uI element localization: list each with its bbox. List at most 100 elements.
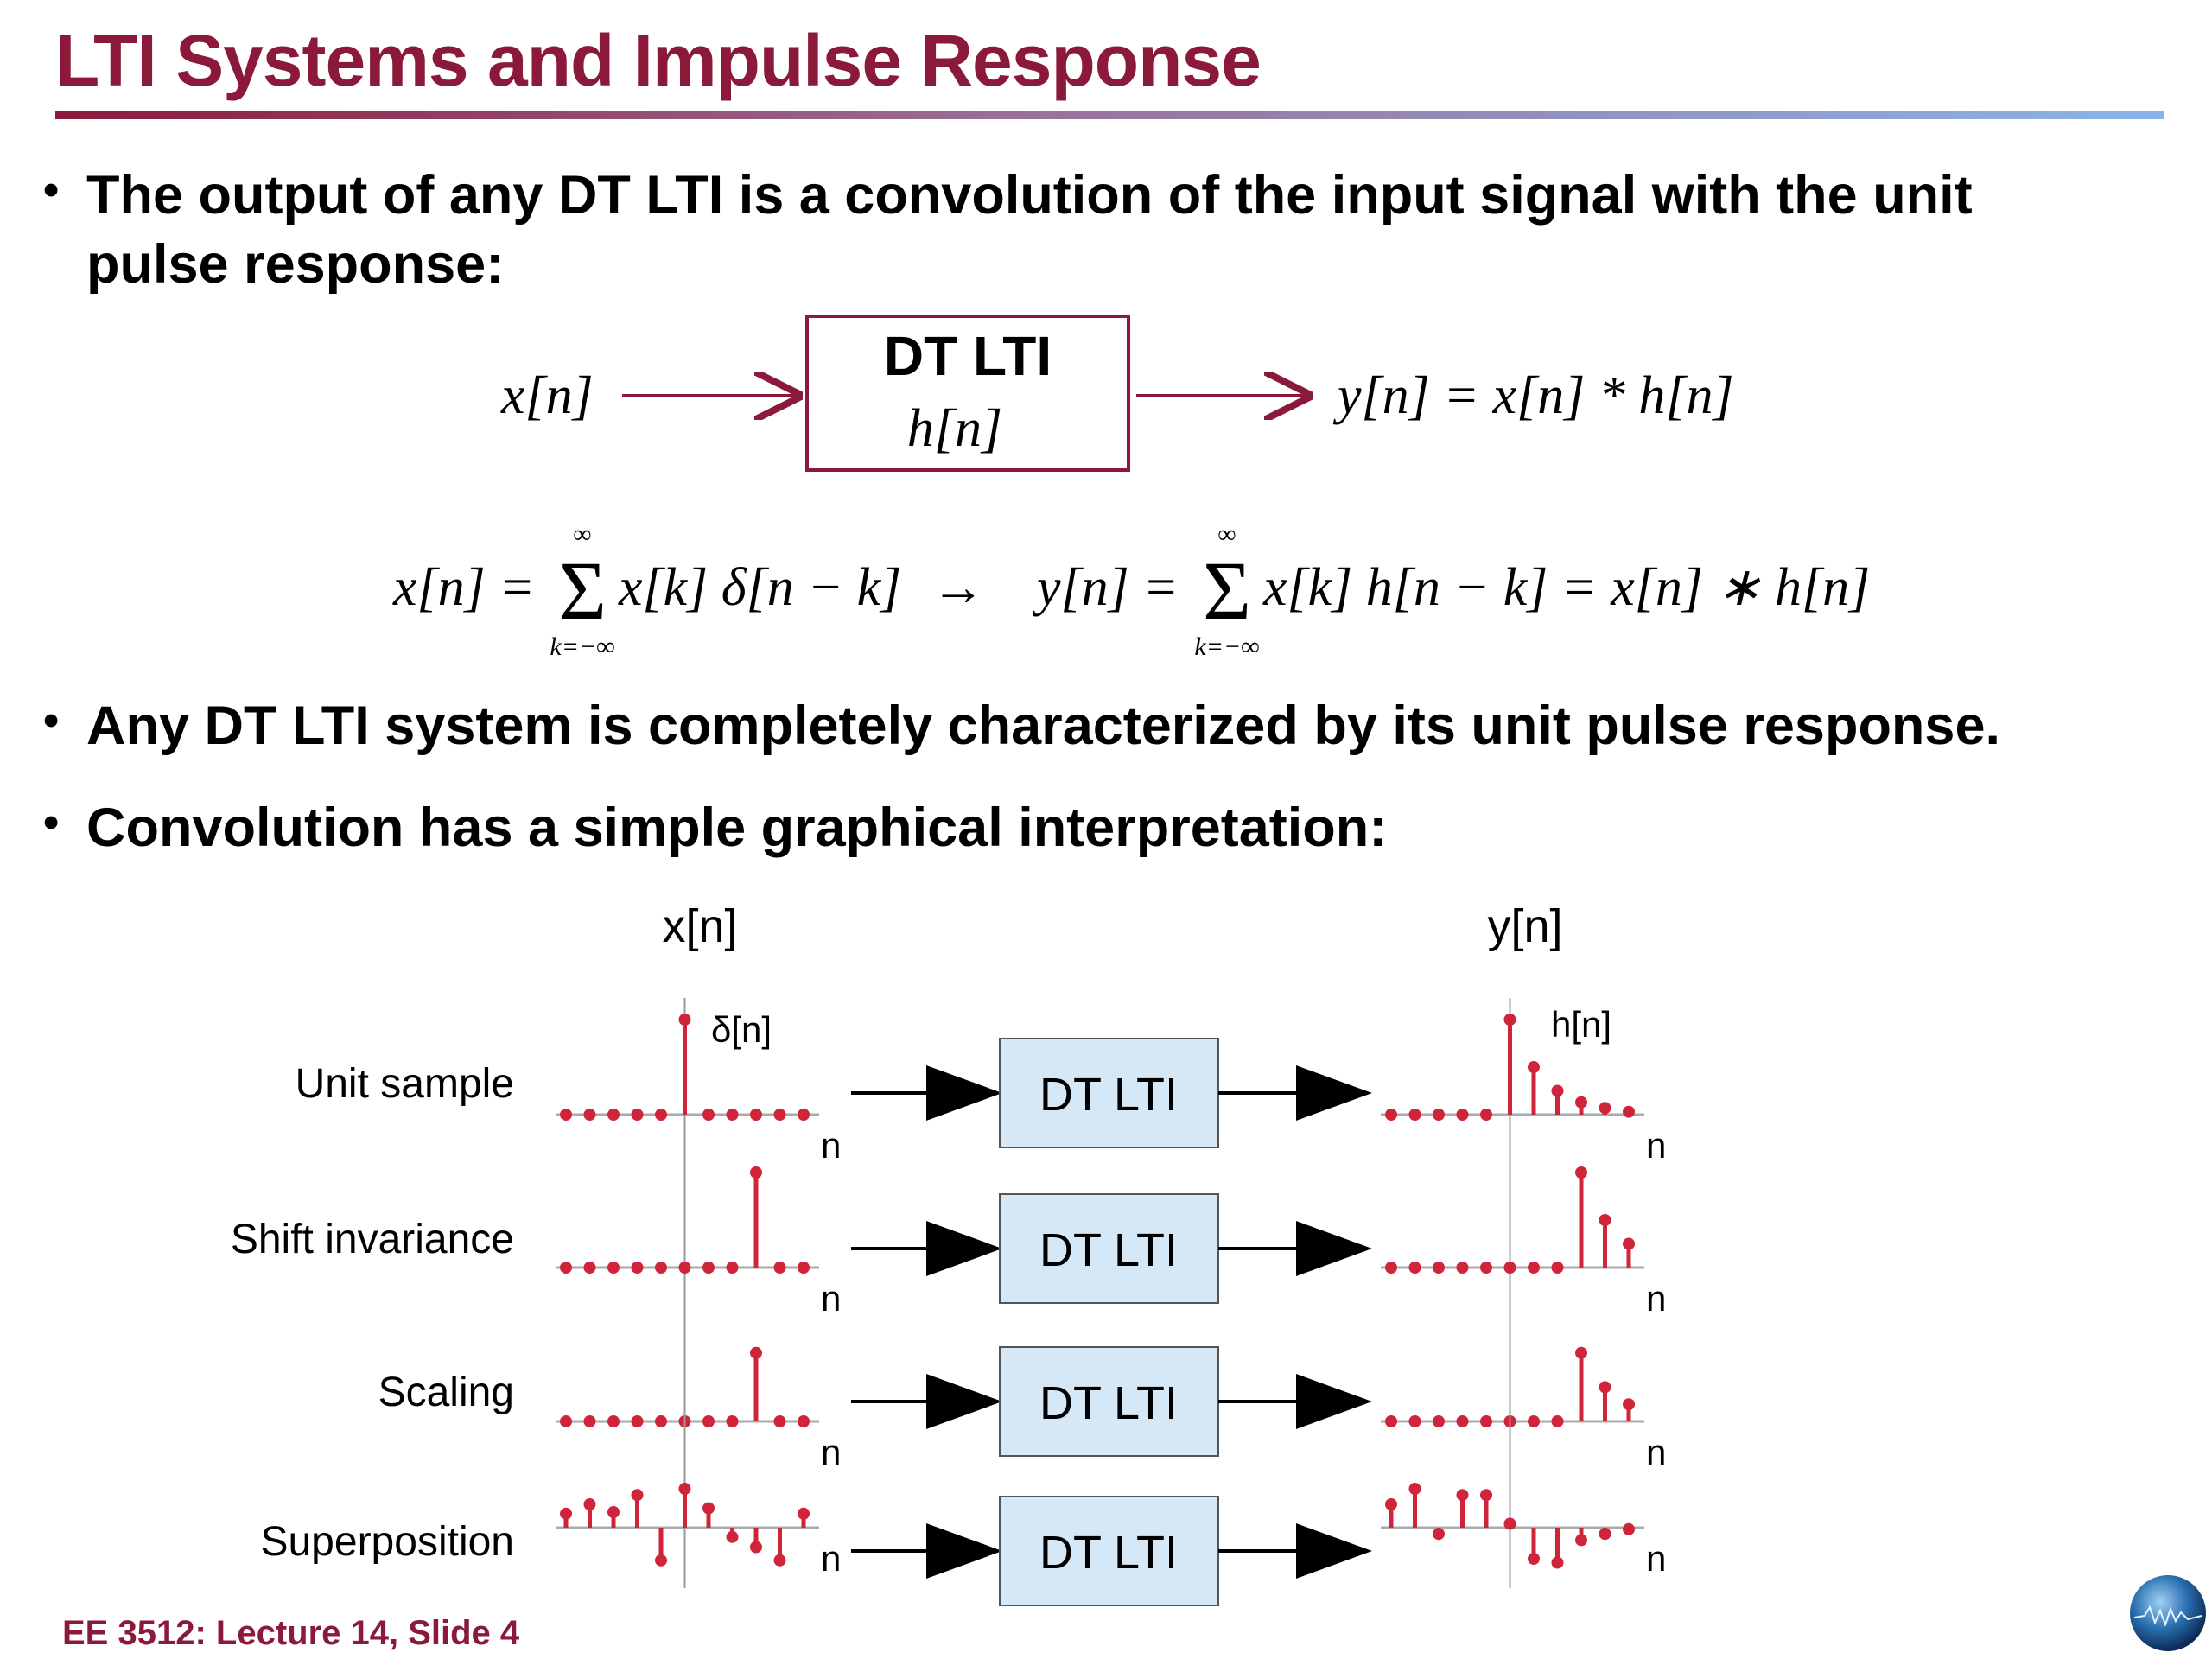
input-plot-stem-marker: [583, 1498, 596, 1510]
output-plot-stem-marker: [1503, 1517, 1516, 1530]
title-underline: [55, 111, 2164, 119]
bd-system-box: [805, 315, 1130, 472]
output-plot-stem-marker: [1408, 1483, 1421, 1495]
output-plot-stem-marker: [1456, 1415, 1469, 1427]
input-plot-stem-marker: [631, 1262, 644, 1274]
output-plot-stem-marker: [1551, 1415, 1564, 1427]
output-plot-stem-marker: [1408, 1109, 1421, 1121]
input-plot-stem-marker: [678, 1014, 691, 1026]
input-plot-stem-marker: [798, 1415, 810, 1427]
output-plot-stem-marker: [1528, 1262, 1540, 1274]
dt-lti-box-label: DT LTI: [1039, 1224, 1178, 1276]
input-plot-stem-marker: [798, 1507, 810, 1520]
row-label: Unit sample: [296, 1061, 514, 1107]
output-plot-stem-marker: [1456, 1109, 1469, 1121]
bullet-1: The output of any DT LTI is a convolutio…: [86, 161, 1973, 299]
output-plot-stem-marker: [1408, 1262, 1421, 1274]
input-plot-stem-marker: [750, 1166, 762, 1179]
input-plot-stem-marker: [560, 1415, 572, 1427]
input-plot-axis-label: n: [821, 1278, 841, 1319]
output-plot-stem-marker: [1575, 1346, 1587, 1359]
output-plot-stem-marker: [1433, 1415, 1445, 1427]
output-plot-stem-marker: [1480, 1109, 1492, 1121]
output-plot-axis-label: n: [1646, 1278, 1666, 1319]
input-plot-stem-marker: [726, 1262, 739, 1274]
output-plot-stem-marker: [1528, 1061, 1540, 1073]
bullet-2: Any DT LTI system is completely characte…: [86, 696, 2000, 756]
fig-input-header: x[n]: [662, 900, 737, 952]
input-plot-stem-marker: [702, 1502, 715, 1515]
output-plot-stem-marker: [1456, 1489, 1469, 1502]
output-plot-stem-marker: [1503, 1014, 1516, 1026]
eq-sum2-upper: ∞: [1217, 520, 1236, 549]
output-plot-stem-marker: [1433, 1528, 1445, 1541]
output-plot-stem-marker: [1433, 1109, 1445, 1121]
convolution-equation: x[n] = ∞ Σ k=−∞ x[k] δ[n − k] → y[n] = ∞…: [392, 520, 1870, 661]
dt-lti-box-label: DT LTI: [1039, 1069, 1178, 1121]
input-plot-stem-marker: [655, 1415, 667, 1427]
eq-sum2-lower: k=−∞: [1194, 632, 1259, 661]
input-plot-stem-marker: [560, 1507, 572, 1520]
output-plot-stem-marker: [1528, 1415, 1540, 1427]
output-plot-stem-marker: [1385, 1262, 1397, 1274]
output-plot-stem-marker: [1408, 1415, 1421, 1427]
output-plot-stem-marker: [1575, 1096, 1587, 1109]
bullet-marker: •: [43, 696, 60, 746]
bd-box-sub: h[n]: [907, 399, 1002, 458]
output-plot-stem-marker: [1599, 1102, 1611, 1115]
input-plot-stem-marker: [607, 1262, 620, 1274]
input-plot-stem-marker: [583, 1262, 596, 1274]
dt-lti-box-label: DT LTI: [1039, 1527, 1178, 1579]
input-plot-stem-marker: [702, 1109, 715, 1121]
output-plot-stem-marker: [1385, 1415, 1397, 1427]
bd-output-label: y[n] = x[n] * h[n]: [1332, 366, 1734, 425]
eq-lhs: x[n] =: [392, 558, 535, 617]
row-label: Superposition: [260, 1519, 514, 1565]
bullet-1-line1: The output of any DT LTI is a convolutio…: [86, 165, 1973, 226]
input-plot-axis-label: n: [821, 1538, 841, 1579]
input-plot-stem-marker: [726, 1415, 739, 1427]
dt-lti-box: [999, 1038, 1219, 1148]
input-plot-stem-marker: [798, 1109, 810, 1121]
input-plot-stem-marker: [702, 1415, 715, 1427]
input-plot-stem-marker: [631, 1415, 644, 1427]
input-plot-stem-marker: [678, 1483, 691, 1495]
output-plot-stem-marker: [1575, 1166, 1587, 1179]
block-diagram: x[n] DT LTI h[n] y[n] = x[n] * h[n]: [500, 315, 1734, 472]
output-plot-stem-marker: [1480, 1262, 1492, 1274]
input-plot-stem-marker: [726, 1530, 739, 1543]
input-plot-stem-marker: [655, 1554, 667, 1567]
output-plot-stem-marker: [1599, 1381, 1611, 1394]
eq-sum2-body: x[k] h[n − k] = x[n] ∗ h[n]: [1262, 558, 1870, 617]
output-plot-stem-marker: [1480, 1415, 1492, 1427]
output-plot-stem-marker: [1503, 1262, 1516, 1274]
output-plot-stem-marker: [1623, 1398, 1635, 1411]
bd-box-title: DT LTI: [884, 325, 1052, 387]
slide-title: LTI Systems and Impulse Response: [55, 20, 1262, 101]
input-plot-stem-marker: [560, 1262, 572, 1274]
output-plot-stem-marker: [1623, 1105, 1635, 1118]
input-plot-stem-marker: [631, 1109, 644, 1121]
output-plot-stem-marker: [1599, 1528, 1611, 1541]
input-plot-stem-marker: [583, 1415, 596, 1427]
dt-lti-box: [999, 1496, 1219, 1606]
eq-rhs-lhs: y[n] =: [1032, 558, 1179, 617]
bullet-marker: •: [43, 165, 60, 215]
input-plot-stem-marker: [773, 1109, 786, 1121]
output-plot-stem-marker: [1385, 1498, 1397, 1510]
input-plot-stem-marker: [678, 1262, 691, 1274]
output-plot-stem-marker: [1480, 1489, 1492, 1502]
dt-lti-box: [999, 1193, 1219, 1304]
bd-input-label: x[n]: [500, 366, 594, 425]
dt-lti-box-label: DT LTI: [1039, 1377, 1178, 1429]
output-plot-stem-marker: [1623, 1522, 1635, 1535]
output-plot-axis-label: n: [1646, 1125, 1666, 1166]
input-plot-stem-marker: [726, 1109, 739, 1121]
output-plot-stem-marker: [1385, 1109, 1397, 1121]
output-plot-stem-marker: [1433, 1262, 1445, 1274]
eq-sum1-body: x[k] δ[n − k]: [618, 558, 901, 617]
bullet-marker: •: [43, 798, 60, 848]
input-plot-stem-marker: [607, 1109, 620, 1121]
eq-sum1-upper: ∞: [573, 520, 591, 549]
